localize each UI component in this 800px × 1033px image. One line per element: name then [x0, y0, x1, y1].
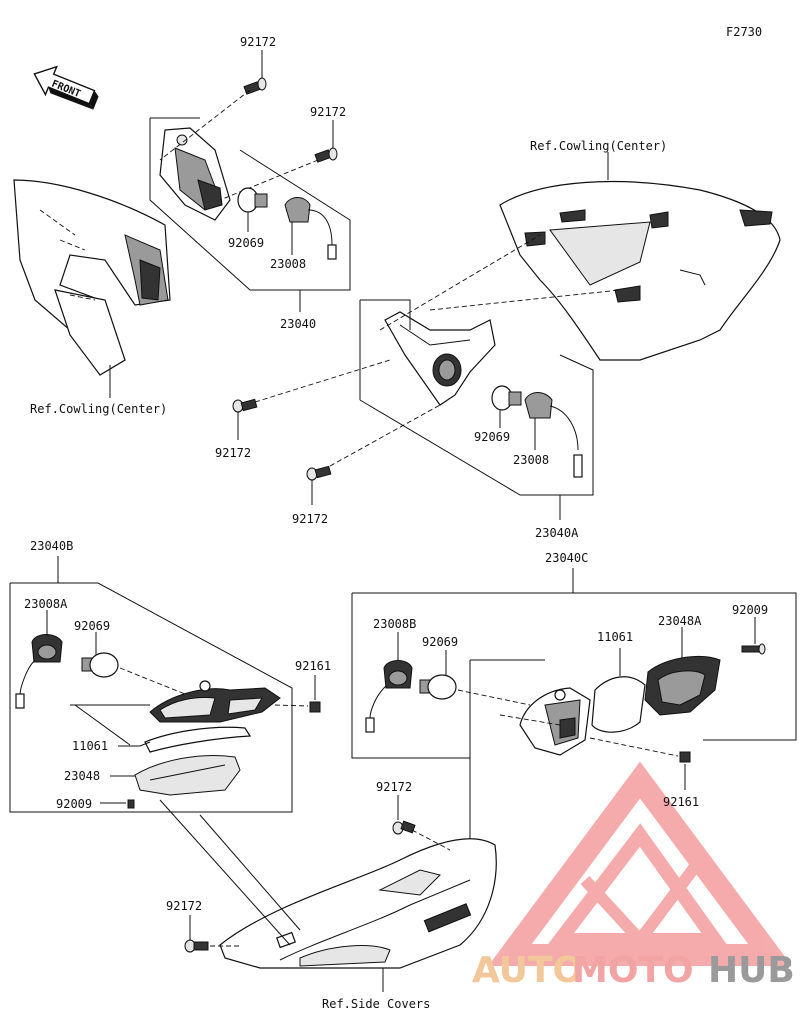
watermark-text-auto: AUTO [472, 950, 583, 991]
bulb-92069-b [491, 385, 522, 411]
label-92172-a: 92172 [240, 35, 276, 49]
label-11061-b: 11061 [597, 630, 633, 644]
socket-23008B [365, 660, 413, 733]
screw-92172-e [392, 820, 416, 835]
front-arrow-icon: FRONT [33, 65, 99, 110]
cowling-center-left [13, 179, 171, 376]
label-92069-c: 92069 [74, 619, 110, 633]
gasket-11061-a [144, 726, 252, 753]
turn-signal-23040A [384, 311, 496, 406]
screw-92172-c [232, 398, 258, 413]
label-23040: 23040 [280, 317, 316, 331]
label-23008-b: 23008 [513, 453, 549, 467]
label-23008B: 23008B [373, 617, 416, 631]
turn-signal-body-23040C [519, 687, 591, 756]
screw-92172-d [306, 465, 332, 481]
label-11061-a: 11061 [72, 739, 108, 753]
label-92069-b: 92069 [474, 430, 510, 444]
label-92172-d: 92172 [292, 512, 328, 526]
label-92172-c: 92172 [215, 446, 251, 460]
watermark-text-hub: HUB [708, 950, 795, 991]
label-92161-a: 92161 [295, 659, 331, 673]
watermark-triangle-outer [488, 761, 792, 966]
nut-92161-b [679, 751, 691, 763]
label-23040A: 23040A [535, 526, 579, 540]
turn-signal-body-23040B [149, 680, 281, 723]
nut-92161-a [309, 701, 321, 713]
watermark-m-stroke [580, 856, 705, 950]
turn-signal-23040 [159, 127, 231, 221]
lens-23048A [644, 655, 721, 716]
label-92069-d: 92069 [422, 635, 458, 649]
ref-side-covers: Ref.Side Covers [322, 997, 430, 1011]
screw-92172-b [314, 147, 338, 163]
ref-cowling-left: Ref.Cowling(Center) [30, 402, 167, 416]
label-23040B: 23040B [30, 539, 73, 553]
label-23008-a: 23008 [270, 257, 306, 271]
socket-23008A [15, 634, 63, 709]
cowling-center-right [499, 181, 781, 361]
bulb-92069-a [237, 187, 268, 213]
socket-23008-b [524, 392, 583, 478]
screw-92009-b [741, 643, 766, 655]
label-23008A: 23008A [24, 597, 68, 611]
label-92009-b: 92009 [732, 603, 768, 617]
figure-code: F2730 [726, 25, 762, 39]
bulb-92069-d [419, 674, 457, 700]
label-92172-b: 92172 [310, 105, 346, 119]
label-92161-b: 92161 [663, 795, 699, 809]
label-92172-f: 92172 [166, 899, 202, 913]
gasket-11061-b [591, 676, 646, 733]
watermark-logo [488, 761, 792, 966]
label-23048: 23048 [64, 769, 100, 783]
screw-92009-a [127, 799, 135, 809]
label-23040C: 23040C [545, 551, 588, 565]
label-92069-a: 92069 [228, 236, 264, 250]
side-cover [219, 838, 497, 969]
label-92172-e: 92172 [376, 780, 412, 794]
label-92009-a: 92009 [56, 797, 92, 811]
lens-23048 [134, 755, 241, 796]
watermark-text-moto: MOTO [572, 950, 694, 991]
screw-92172-f [184, 939, 209, 953]
ref-cowling-top-right: Ref.Cowling(Center) [530, 139, 667, 153]
label-23048A: 23048A [658, 614, 702, 628]
bulb-92069-c [81, 652, 119, 678]
socket-23008-a [284, 197, 337, 260]
